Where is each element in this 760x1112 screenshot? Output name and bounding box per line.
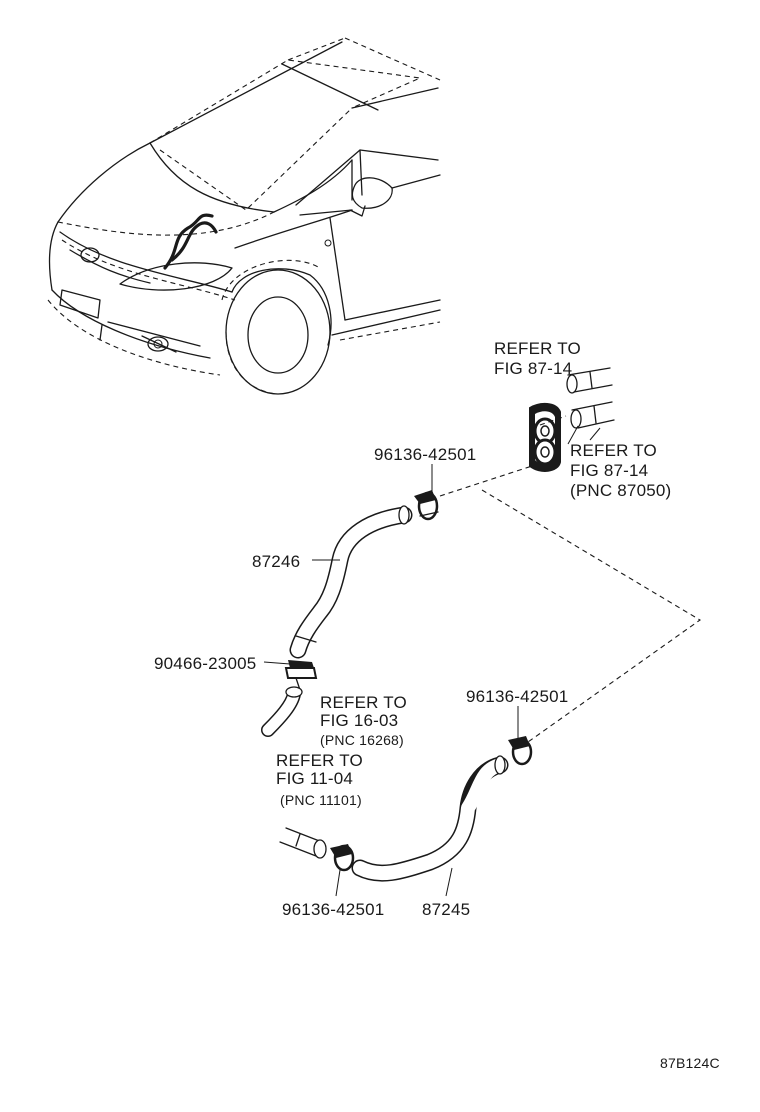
label-heater-pipes-ref-2: FIG 87-14 <box>570 461 648 480</box>
clamp-lower-illustration <box>330 844 355 872</box>
clamp-right-illustration <box>508 736 533 766</box>
part-number-clip[interactable]: 90466-23005 <box>154 654 256 673</box>
label-engine-pipe-ref-3: (PNC 16268) <box>320 732 404 748</box>
part-number-clamp-right[interactable]: 96136-42501 <box>466 687 568 706</box>
heater-pipes-illustration <box>539 367 615 429</box>
clip-illustration <box>284 660 318 691</box>
hose-87245-illustration <box>351 755 509 882</box>
part-number-clamp-upper[interactable]: 96136-42501 <box>374 445 476 464</box>
label-heater-pipes-ref-1: REFER TO <box>570 441 657 460</box>
label-engine-outlet-ref-1: REFER TO <box>276 751 363 770</box>
part-number-hose-87246[interactable]: 87246 <box>252 552 300 571</box>
label-heater-pipes-ref-3: (PNC 87050) <box>570 481 671 500</box>
grommet-illustration <box>529 402 561 472</box>
vehicle-illustration <box>47 37 441 395</box>
label-engine-outlet-ref-3: (PNC 11101) <box>280 792 362 808</box>
assembly-lines <box>439 465 702 743</box>
engine-outlet-illustration <box>279 827 327 859</box>
part-number-hose-87245[interactable]: 87245 <box>422 900 470 919</box>
label-engine-pipe-ref-1: REFER TO <box>320 693 407 712</box>
part-number-clamp-lower[interactable]: 96136-42501 <box>282 900 384 919</box>
leader-lines <box>263 425 601 897</box>
hose-87246-illustration <box>289 505 413 659</box>
label-engine-outlet-ref-2: FIG 11-04 <box>276 769 353 788</box>
figure-code: 87B124C <box>660 1055 720 1071</box>
label-grommet-ref-2: FIG 87-14 <box>494 359 572 378</box>
label-engine-pipe-ref-2: FIG 16-03 <box>320 711 398 730</box>
engine-pipe-illustration <box>261 686 303 737</box>
label-grommet-ref-1: REFER TO <box>494 339 581 358</box>
clamp-upper-illustration <box>414 490 439 521</box>
labels: REFER TO FIG 87-14 REFER TO FIG 87-14 (P… <box>154 339 720 1071</box>
